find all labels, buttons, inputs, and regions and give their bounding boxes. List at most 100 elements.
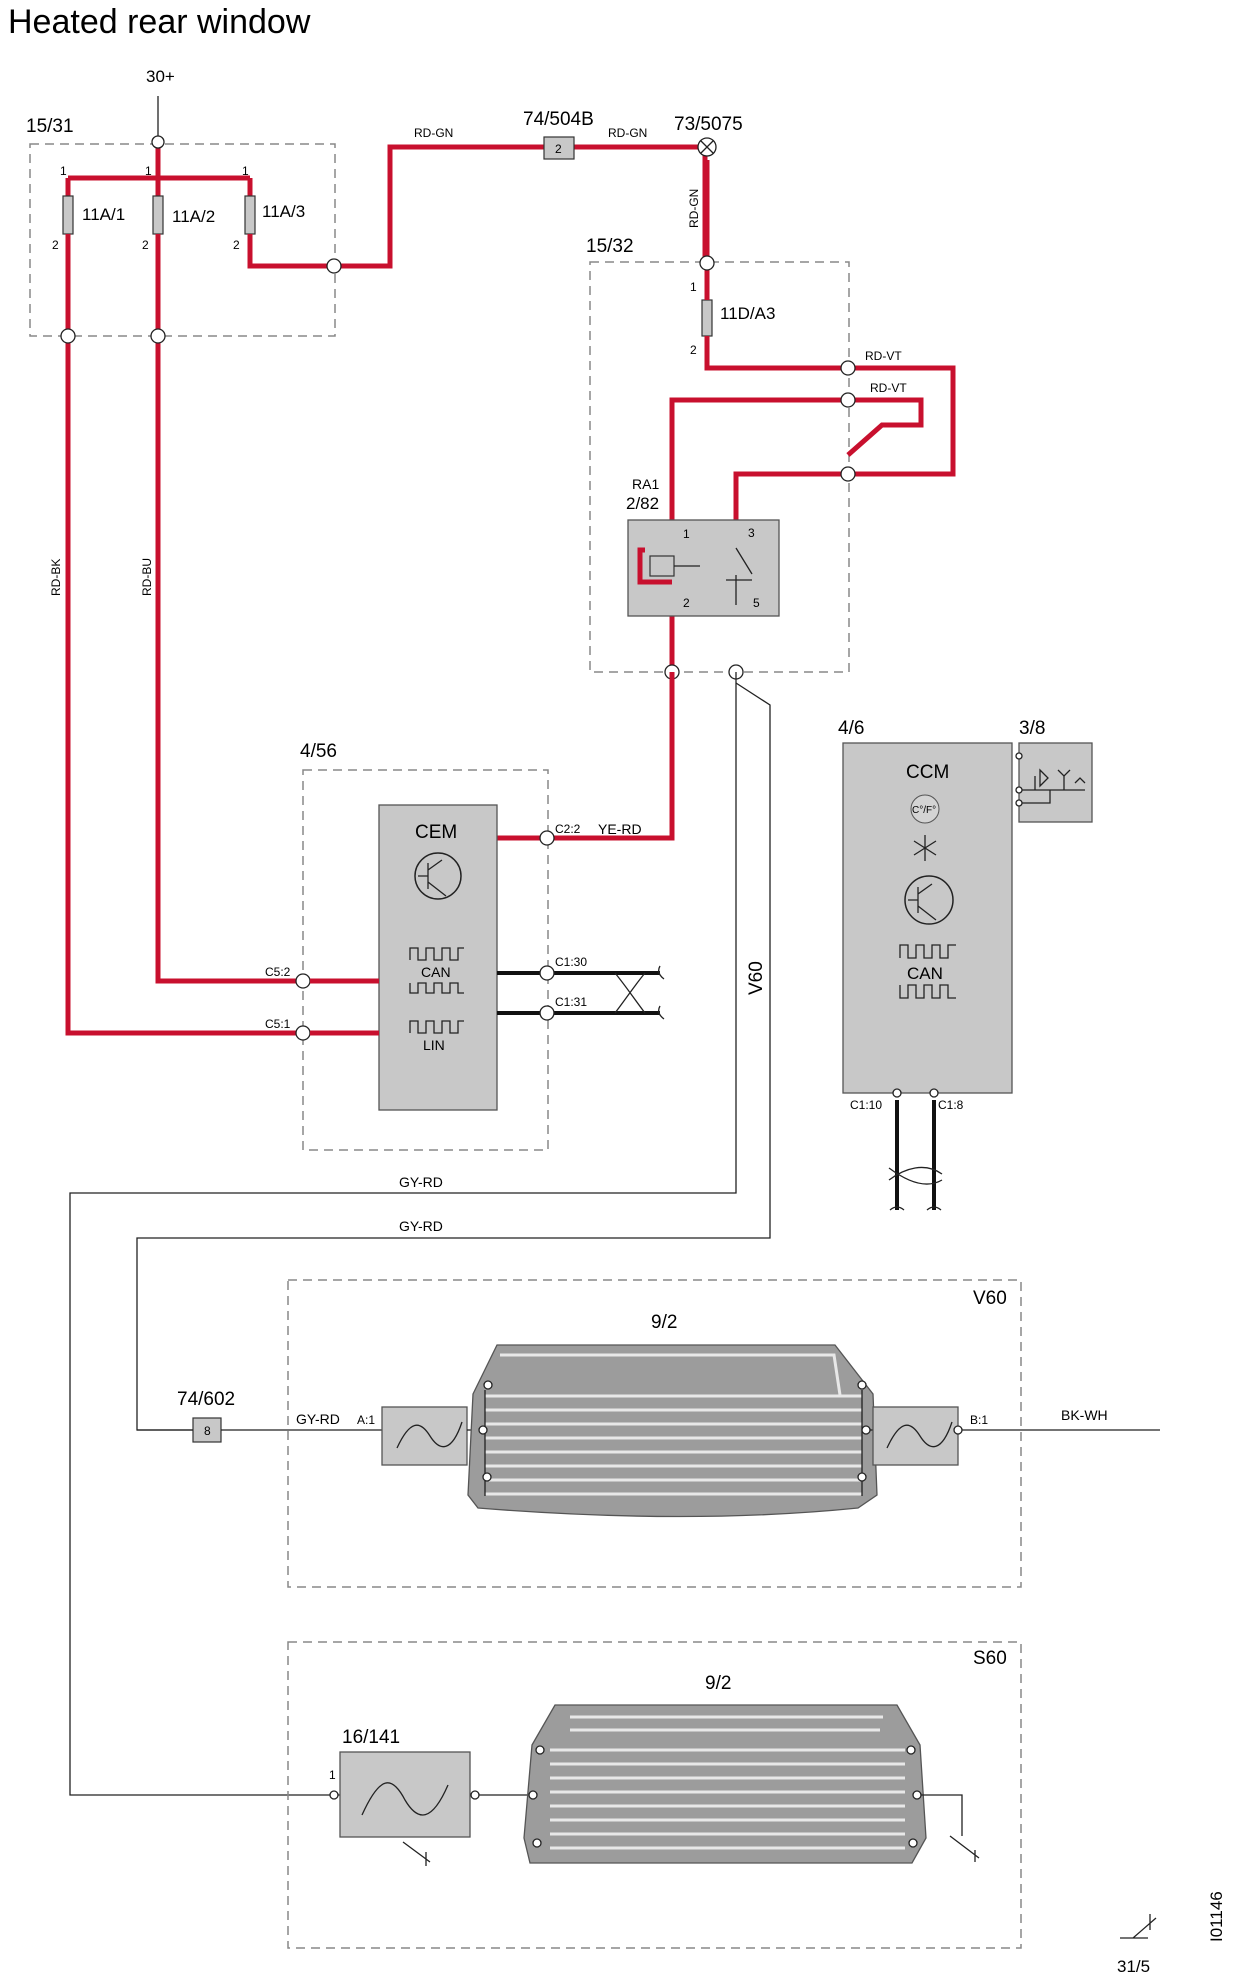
fuse-11a2-label: 11A/2: [172, 207, 215, 226]
svg-text:1: 1: [60, 164, 67, 178]
svg-text:RD-BU: RD-BU: [140, 558, 154, 596]
ground-label: 31/5: [1117, 1957, 1150, 1976]
supply-label: 30+: [146, 67, 175, 86]
fuse-11a3: 1 2 11A/3: [233, 164, 305, 252]
v60-block-outline: [287, 1279, 1022, 1588]
svg-text:RD-GN: RD-GN: [608, 126, 647, 140]
svg-text:C1:30: C1:30: [555, 955, 587, 969]
snowflake-icon: [913, 835, 937, 861]
temperature-icon: [910, 794, 940, 824]
svg-text:1: 1: [145, 164, 152, 178]
connector-74-504b-id: 74/504B: [523, 109, 594, 130]
ccm-can-label: CAN: [907, 964, 943, 983]
svg-text:2: 2: [233, 238, 240, 252]
svg-text:1: 1: [683, 527, 690, 541]
svg-text:2: 2: [690, 343, 697, 357]
svg-text:YE-RD: YE-RD: [598, 821, 642, 837]
transistor-icon: [414, 852, 462, 900]
relay-ra1-label: RA1: [632, 476, 659, 492]
svg-text:GY-RD: GY-RD: [399, 1218, 443, 1234]
ccm-transistor-icon: [904, 875, 954, 925]
wire-rd-bk: [65, 234, 300, 1036]
v60-window-id: 9/2: [651, 1312, 677, 1333]
fuse-box-id: 15/31: [26, 116, 74, 137]
svg-text:1: 1: [242, 164, 249, 178]
cem-module: [378, 804, 498, 1111]
s60-block-outline: [287, 1641, 1022, 1949]
fuse-11da3: [701, 299, 713, 337]
s60-filter-16-141: [339, 1751, 471, 1838]
can-signal-icon: [409, 947, 464, 994]
relay-box-id: 15/32: [586, 236, 634, 257]
page-title: Heated rear window: [8, 3, 311, 41]
cem-can-bus: [497, 971, 660, 1015]
relay-2-82-id: 2/82: [626, 494, 659, 513]
svg-text:8: 8: [204, 1424, 211, 1438]
svg-text:GY-RD: GY-RD: [399, 1174, 443, 1190]
wire-rd-bu: [155, 234, 300, 984]
ground-symbol: [1120, 1914, 1157, 1939]
svg-text:1: 1: [690, 280, 697, 294]
splice-73-5075-id: 73/5075: [674, 114, 743, 135]
svg-text:2: 2: [683, 596, 690, 610]
ccm-box-id: 4/6: [838, 718, 864, 739]
v60-filter-a: [381, 1406, 468, 1466]
s60-variant-label: S60: [973, 1648, 1007, 1669]
svg-text:RD-VT: RD-VT: [870, 381, 907, 395]
cem-label: CEM: [415, 822, 457, 843]
svg-text:C5:2: C5:2: [265, 965, 291, 979]
relay-box-outline: [589, 261, 850, 673]
connector-74-504b: [543, 136, 575, 160]
v60-rear-window: [467, 1344, 878, 1518]
svg-text:C1:8: C1:8: [938, 1098, 964, 1112]
fuse-bus-wire: [65, 142, 253, 198]
cem-can-label: CAN: [421, 964, 451, 980]
wire-rd-gn: [247, 144, 708, 269]
fuse-11da3-label: 11D/A3: [720, 304, 775, 323]
lin-signal-icon: [409, 1020, 464, 1034]
svg-text:GY-RD: GY-RD: [296, 1411, 340, 1427]
svg-text:3: 3: [748, 526, 755, 540]
sensor-3-8-id: 3/8: [1019, 718, 1045, 739]
wire-ye-rd: [495, 672, 675, 841]
svg-text:2: 2: [52, 238, 59, 252]
svg-text:BK-WH: BK-WH: [1061, 1407, 1108, 1423]
fuse-box-outline: [29, 143, 336, 337]
ccm-label: CCM: [906, 762, 949, 783]
wire-fuse-11da3: [704, 160, 956, 477]
svg-text:RD-GN: RD-GN: [414, 126, 453, 140]
ccm-can-bus: [895, 1100, 936, 1210]
fuse-11a1-label: 11A/1: [82, 205, 125, 224]
svg-text:C1:31: C1:31: [555, 995, 587, 1009]
connector-74-602-id: 74/602: [177, 1389, 235, 1410]
cem-box-id: 4/56: [300, 741, 337, 762]
svg-text:B:1: B:1: [970, 1413, 988, 1427]
s60-window-id: 9/2: [705, 1673, 731, 1694]
wire-gy-rd-v60: [69, 672, 737, 1796]
sensor-3-8: [1018, 742, 1093, 823]
svg-text:RD-VT: RD-VT: [865, 349, 902, 363]
svg-text:C2:2: C2:2: [555, 822, 581, 836]
svg-text:RD-BK: RD-BK: [49, 559, 63, 596]
svg-text:2: 2: [555, 142, 562, 156]
svg-text:C5:1: C5:1: [265, 1017, 291, 1031]
cem-lin-label: LIN: [423, 1037, 445, 1053]
svg-text:1: 1: [329, 1768, 336, 1782]
ccm-can-signal-icon: [899, 944, 956, 999]
fuse-11a3-label: 11A/3: [262, 202, 305, 221]
svg-text:C1:10: C1:10: [850, 1098, 882, 1112]
s60-rear-window: [523, 1704, 927, 1864]
svg-text:A:1: A:1: [357, 1413, 375, 1427]
fuse-11a2: 1 2 11A/2: [142, 164, 215, 252]
svg-text:RD-GN: RD-GN: [687, 189, 701, 228]
svg-text:5: 5: [753, 596, 760, 610]
v60-variant-label: V60: [973, 1288, 1007, 1309]
filter-16-141-id: 16/141: [342, 1727, 400, 1748]
connector-74-602: [192, 1417, 222, 1443]
svg-text:C°/F°: C°/F°: [912, 805, 936, 816]
svg-text:2: 2: [142, 238, 149, 252]
cem-box-outline: [302, 769, 549, 1151]
v60-filter-b: [872, 1406, 959, 1466]
v60-wire-label: V60: [746, 961, 767, 995]
